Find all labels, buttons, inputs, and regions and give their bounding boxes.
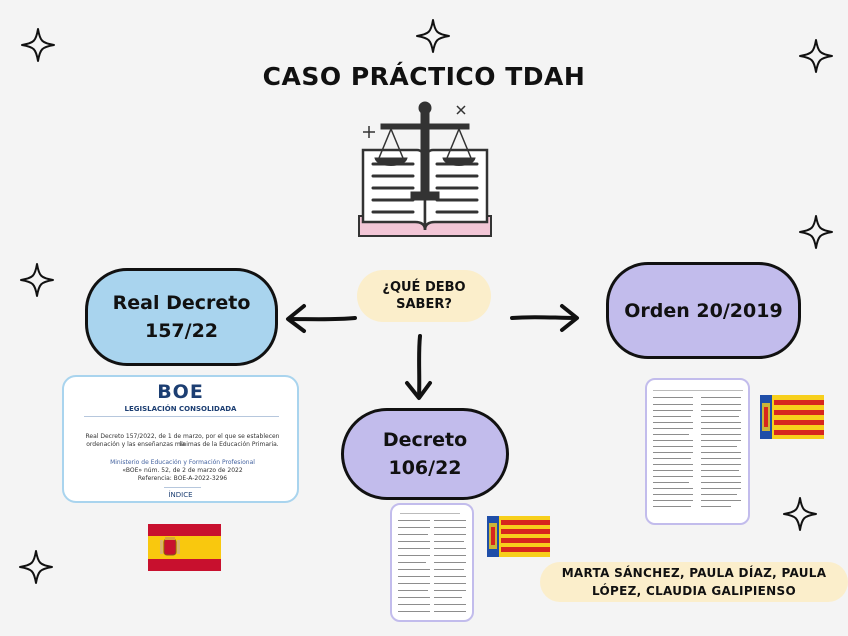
boe-index: ÍNDICE	[168, 491, 193, 499]
arrow-icon	[405, 334, 432, 400]
node-decreto: Decreto 106/22	[341, 408, 509, 500]
sparkle-icon	[783, 497, 817, 531]
page-title: CASO PRÁCTICO TDAH	[262, 62, 586, 91]
sparkle-icon	[20, 263, 54, 297]
boe-text-line: ordenación y las enseñanzas mínimas de l…	[86, 441, 279, 448]
authors-label: MARTA SÁNCHEZ, PAULA DÍAZ, PAULA LÓPEZ, …	[540, 562, 848, 602]
boe-logo: BOE	[157, 381, 204, 403]
valencia-flag-icon	[487, 516, 550, 557]
node-label: Orden 20/2019	[624, 299, 783, 322]
boe-text-line: Referencia: BOE-A-2022-3296	[137, 475, 228, 482]
boe-text-line: Ministerio de Educación y Formación Prof…	[110, 459, 255, 466]
sparkle-icon	[799, 215, 833, 249]
boe-document: BOE LEGISLACIÓN CONSOLIDADA Real Decreto…	[62, 375, 299, 503]
node-real-decreto: Real Decreto 157/22	[85, 268, 278, 366]
sparkle-icon	[19, 550, 53, 584]
law-book-icon	[358, 101, 492, 237]
boe-text-line: «BOE» núm. 52, de 2 de marzo de 2022	[122, 467, 243, 474]
spain-flag-icon	[148, 524, 221, 571]
sparkle-icon	[21, 28, 55, 62]
divider	[164, 487, 201, 488]
arrow-icon	[510, 304, 579, 332]
boe-text-line: Real Decreto 157/2022, de 1 de marzo, po…	[85, 433, 280, 448]
decreto-document-thumbnail	[390, 503, 474, 622]
valencia-flag-icon	[760, 395, 824, 439]
center-question: ¿QUÉ DEBO SABER?	[357, 270, 491, 322]
node-orden: Orden 20/2019	[606, 262, 801, 359]
boe-subtitle: LEGISLACIÓN CONSOLIDADA	[124, 405, 237, 413]
sparkle-icon	[416, 19, 450, 53]
arrow-icon	[286, 304, 357, 333]
divider	[84, 416, 279, 417]
node-label: Real Decreto 157/22	[112, 292, 251, 342]
node-label: Decreto 106/22	[382, 429, 468, 479]
orden-document-thumbnail	[645, 378, 750, 525]
